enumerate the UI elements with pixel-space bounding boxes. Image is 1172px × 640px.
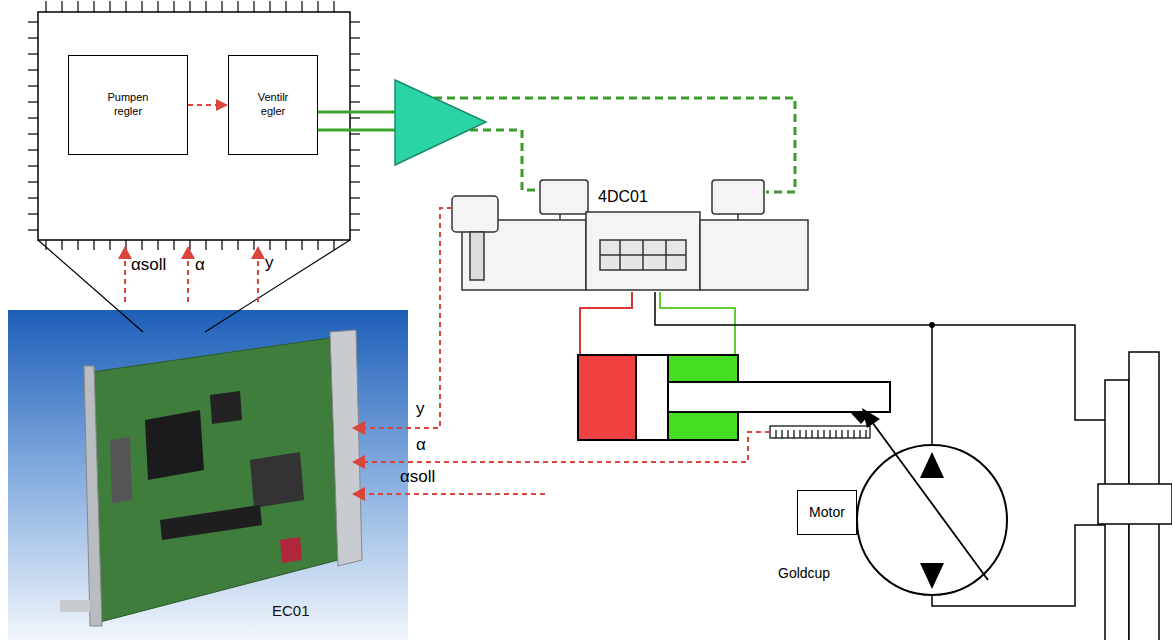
controller-chip (38, 12, 350, 240)
signal-name: α (416, 436, 426, 455)
signal-name: αsoll (131, 256, 166, 275)
signal-name: αsoll (400, 468, 435, 487)
signal-name: y (265, 254, 274, 273)
motor-box: Motor (797, 490, 857, 535)
node-text: Ventilr egler (248, 91, 298, 119)
part-name: 4DC01 (598, 188, 648, 206)
part-name: Goldcup (778, 566, 830, 581)
pump-symbol (857, 445, 1007, 595)
card-photo (8, 310, 408, 640)
signal-name: y (416, 400, 425, 419)
part-name: EC01 (272, 603, 310, 620)
controller-block: Pumpen regler (68, 55, 188, 155)
signal-name: α (195, 256, 205, 275)
controller-block: Ventilr egler (228, 55, 318, 155)
node-text: Pumpen regler (103, 91, 153, 119)
chip-pins (28, 1, 360, 250)
node-text: Motor (809, 504, 845, 522)
amplifier-symbol (395, 80, 486, 165)
signal-arrow (188, 99, 228, 111)
valve-4dc01 (452, 180, 808, 290)
